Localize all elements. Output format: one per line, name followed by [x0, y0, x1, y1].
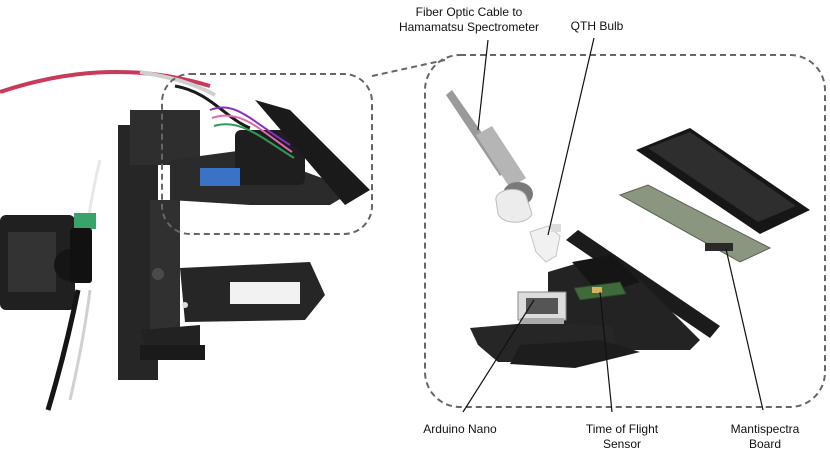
base-holder [470, 255, 700, 368]
black-cable-top [174, 84, 251, 130]
label-arduino-nano: Arduino Nano [423, 422, 497, 436]
leader-tof [599, 291, 613, 413]
leader-arduino [462, 299, 535, 413]
qth-bulb [529, 224, 561, 263]
black-cable-down [45, 289, 81, 411]
board-cover [636, 128, 810, 234]
label-mantispectra-board: Mantispectra Board [730, 422, 800, 451]
leader-qth [547, 37, 595, 236]
tof-sensor-part [573, 281, 627, 301]
fiber-optic-probe [446, 90, 533, 223]
label-fiber-optic-cable: Fiber Optic Cable to Hamamatsu Spectrome… [398, 5, 540, 34]
board-lid [255, 100, 370, 205]
sample-surface [230, 282, 300, 304]
exploded-view-box [424, 54, 826, 408]
arduino-nano-part [517, 291, 567, 324]
label-time-of-flight-sensor: Time of Flight Sensor [585, 422, 659, 451]
photo-callout-box [161, 73, 373, 235]
leader-fiber [477, 39, 489, 131]
assembled-device-photo [0, 69, 370, 411]
blue-board [200, 168, 240, 186]
mantispectra-board-part [618, 184, 772, 263]
fiber-white-cap [495, 188, 533, 223]
label-qth-bulb: QTH Bulb [570, 19, 624, 33]
grey-cable [139, 70, 216, 97]
leader-lines [462, 37, 764, 413]
green-terminal-block [74, 213, 96, 229]
red-fiber-cable [0, 69, 211, 94]
exploded-view [446, 90, 810, 368]
leader-mantispectra [725, 248, 764, 411]
callout-connector [371, 59, 446, 77]
